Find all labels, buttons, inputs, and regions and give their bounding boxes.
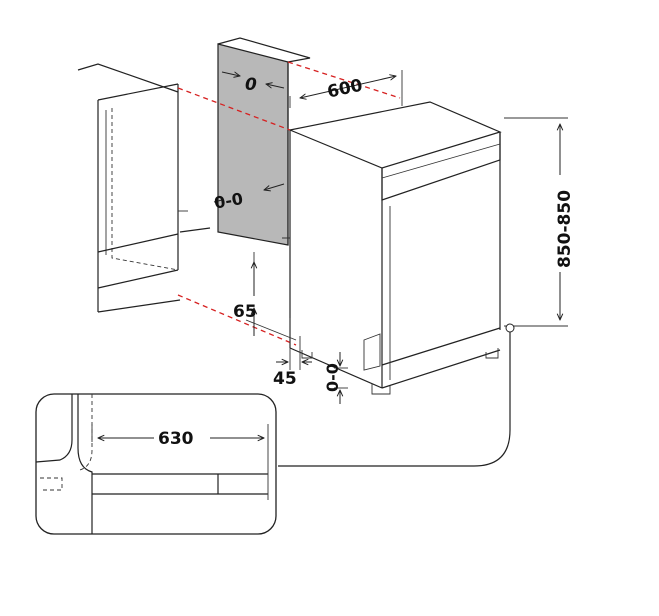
foot-adjust-label: 0-0: [323, 363, 342, 392]
height-label: 850-850: [555, 190, 575, 268]
width-label: 600: [326, 76, 365, 103]
top-gap-label: 0: [245, 75, 257, 95]
floor-clearance-dimension: 65: [233, 252, 297, 341]
wall-panel: [217, 37, 311, 252]
offset-dimension: 45: [273, 318, 312, 389]
side-gap-dimension: 0-0: [213, 183, 285, 213]
foot-adjust-dimension: 0-0: [323, 352, 348, 404]
alignment-lines: [177, 61, 401, 346]
height-dimension: 850-850: [504, 117, 575, 327]
dishwasher: [287, 101, 502, 395]
detail-inset: 630: [35, 393, 277, 535]
detail-leader: [278, 323, 515, 467]
offset-label: 45: [273, 369, 297, 389]
width-dimension: 600: [289, 70, 403, 108]
depth-label: 630: [158, 429, 194, 449]
side-gap-label: 0-0: [213, 189, 245, 213]
top-gap-dimension: 0: [221, 72, 285, 95]
adjacent-cabinet: [77, 63, 211, 313]
floor-clearance-label: 65: [233, 302, 257, 322]
